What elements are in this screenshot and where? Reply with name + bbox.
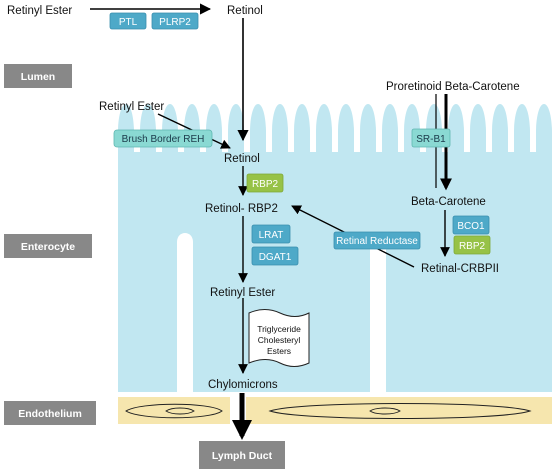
retinol-top-label: Retinol bbox=[227, 5, 263, 17]
region-enterocyte: Enterocyte bbox=[4, 234, 92, 258]
tag-brush-border-reh: Brush Border REH bbox=[113, 129, 213, 148]
retinyl-ester-top-label: Retinyl Ester bbox=[7, 5, 72, 17]
tag-dgat1: DGAT1 bbox=[251, 246, 299, 266]
region-endothelium-label: Endothelium bbox=[18, 408, 82, 420]
tag-ptl: PTL bbox=[109, 12, 147, 30]
lipid-note: Triglyceride Cholesteryl Esters bbox=[248, 309, 310, 367]
region-lumen-label: Lumen bbox=[21, 71, 55, 83]
region-enterocyte-label: Enterocyte bbox=[21, 241, 75, 253]
tag-lrat: LRAT bbox=[251, 224, 291, 244]
tag-rbp2-left: RBP2 bbox=[246, 173, 284, 193]
retinol-rbp2-label: Retinol- RBP2 bbox=[205, 203, 278, 215]
region-endothelium: Endothelium bbox=[4, 401, 96, 425]
endothelial-nucleus-left bbox=[165, 407, 195, 415]
cell-gap-right bbox=[370, 233, 386, 392]
proretinoid-beta-carotene-label: Proretinoid Beta-Carotene bbox=[386, 81, 520, 93]
tag-retinal-reductase: Retinal Reductase bbox=[333, 231, 421, 250]
tag-rbp2-left-label: RBP2 bbox=[252, 179, 279, 190]
lipid-note-line-2: Cholesteryl bbox=[258, 335, 301, 345]
retinal-crbpii-label: Retinal-CRBPII bbox=[421, 263, 499, 275]
beta-carotene-label: Beta-Carotene bbox=[411, 196, 486, 208]
tag-rbp2-right: RBP2 bbox=[453, 235, 491, 255]
tag-bco1: BCO1 bbox=[452, 215, 490, 235]
region-lumen: Lumen bbox=[4, 64, 72, 88]
retinyl-ester-low-label: Retinyl Ester bbox=[210, 287, 275, 299]
retinyl-ester-mid-label: Retinyl Ester bbox=[99, 101, 164, 113]
lipid-note-line-1: Triglyceride bbox=[257, 324, 301, 334]
endothelium-band-left bbox=[118, 397, 230, 424]
tag-bco1-label: BCO1 bbox=[457, 221, 485, 232]
tag-ptl-label: PTL bbox=[119, 17, 138, 28]
enzyme-tags: PTL PLRP2 Brush Border REH SR-B1 RBP2 LR… bbox=[109, 12, 491, 266]
tag-lrat-label: LRAT bbox=[259, 230, 284, 241]
tag-rbp2-right-label: RBP2 bbox=[459, 241, 486, 252]
endothelial-cell-left bbox=[125, 403, 223, 419]
molecule-labels: Retinyl Ester Retinol Retinyl Ester Reti… bbox=[7, 5, 520, 391]
tag-dgat1-label: DGAT1 bbox=[259, 252, 292, 263]
region-lymph-duct: Lymph Duct bbox=[199, 441, 285, 469]
region-lymph-duct-label: Lymph Duct bbox=[212, 450, 273, 462]
tag-retinal-reductase-label: Retinal Reductase bbox=[336, 236, 418, 247]
tag-plrp2-label: PLRP2 bbox=[159, 17, 191, 28]
tag-plrp2: PLRP2 bbox=[151, 12, 199, 30]
retinol-label: Retinol bbox=[224, 153, 260, 165]
endothelial-nucleus-right bbox=[369, 407, 401, 415]
endothelium-layer bbox=[118, 397, 552, 424]
cell-gap-left bbox=[177, 233, 193, 392]
lipid-note-line-3: Esters bbox=[267, 346, 291, 356]
tag-sr-b1: SR-B1 bbox=[411, 128, 451, 148]
tag-sr-b1-label: SR-B1 bbox=[416, 134, 446, 145]
tag-brush-border-reh-label: Brush Border REH bbox=[122, 134, 205, 145]
chylomicrons-label: Chylomicrons bbox=[208, 379, 278, 391]
endothelial-cell-right bbox=[268, 403, 532, 419]
